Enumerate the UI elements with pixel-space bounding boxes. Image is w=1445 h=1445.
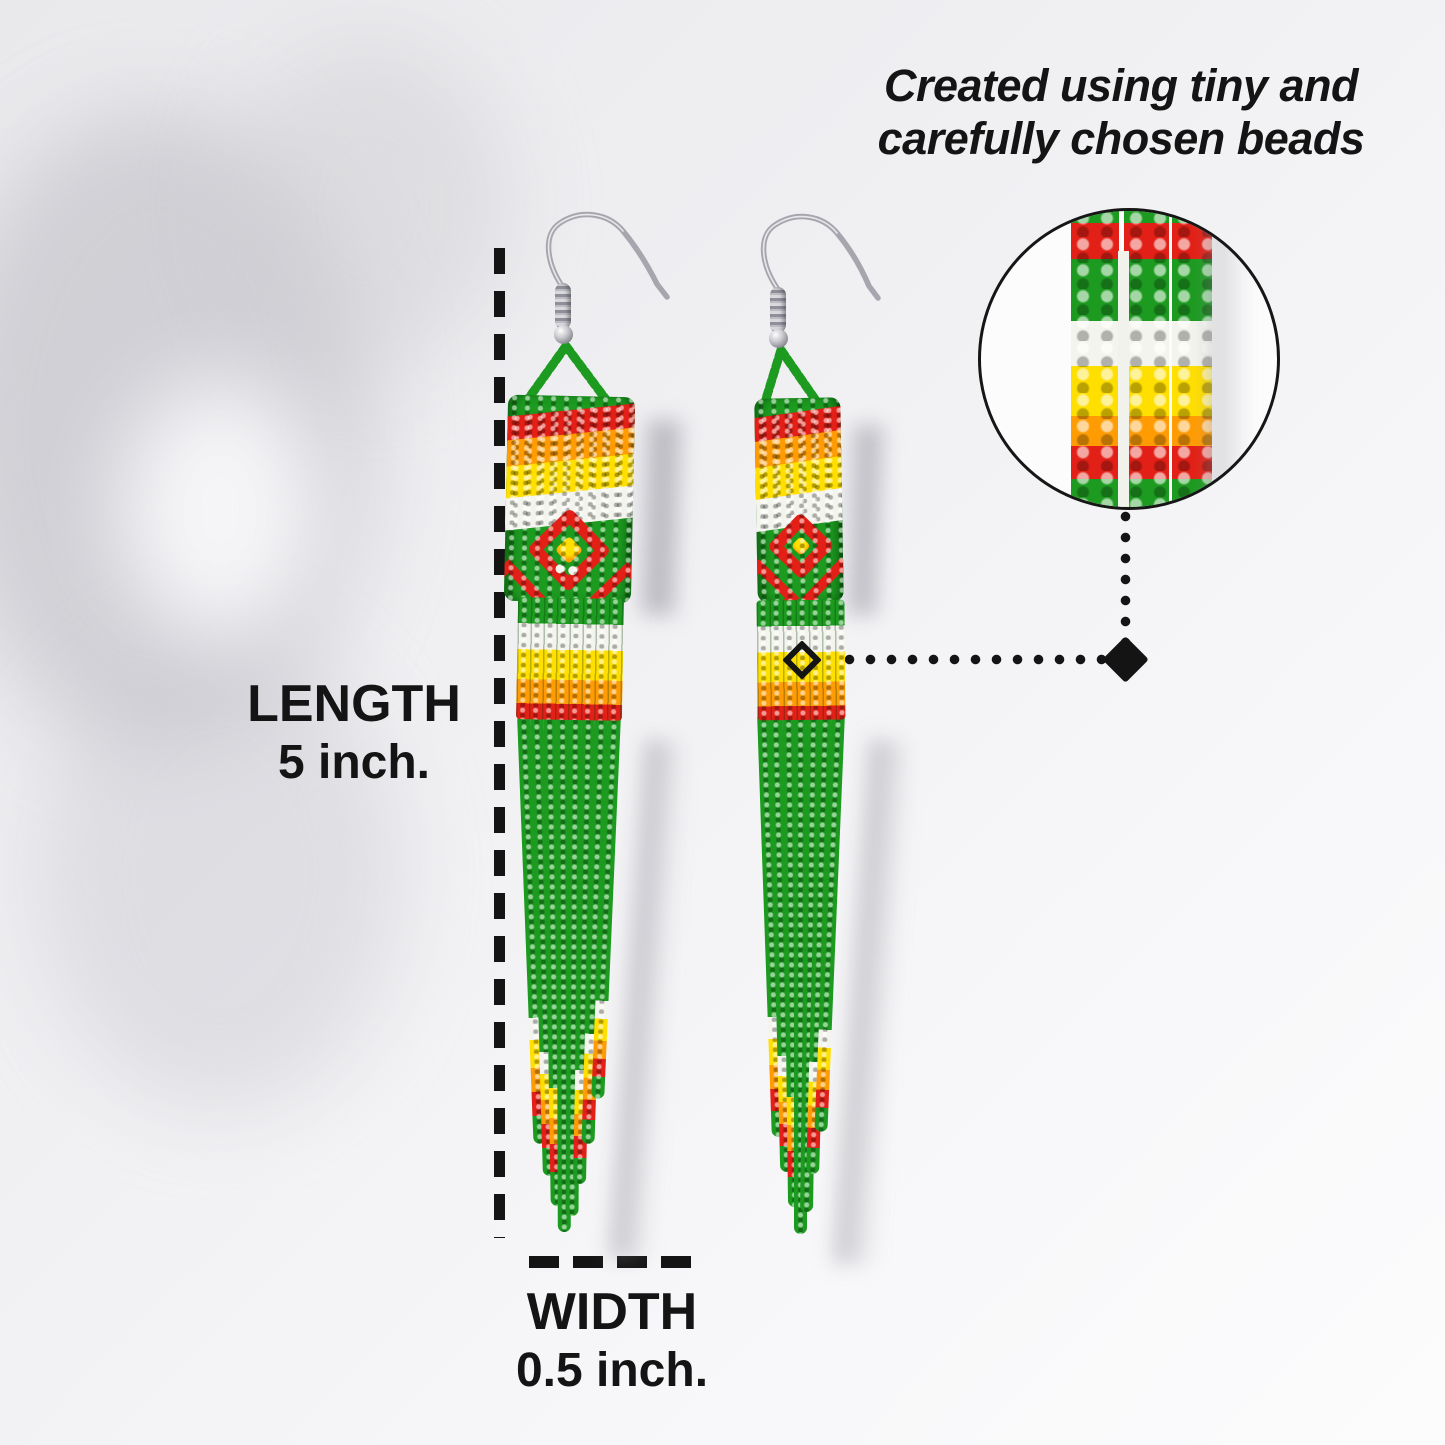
tube-corner-motif <box>587 561 636 604</box>
width-label: WIDTH <box>526 1283 698 1341</box>
white-bead-dot <box>566 564 580 577</box>
left-earring-fringe <box>517 713 623 1254</box>
length-label: LENGTH <box>247 675 461 733</box>
left-hook-highlight <box>547 213 624 287</box>
white-bead-dot <box>553 562 567 576</box>
length-value: 5 inch. <box>277 736 431 790</box>
magnified-bead-strand <box>1071 211 1119 507</box>
note-text: Created using tiny and carefully chosen … <box>808 60 1434 165</box>
magnified-bead-strand <box>1172 211 1212 507</box>
right-earring-tube <box>754 397 844 603</box>
left-earring-shadow <box>640 419 682 616</box>
right-hook-ball <box>769 329 788 348</box>
right-earring-shadow <box>846 424 884 616</box>
right-fringe-shadow <box>833 739 913 1266</box>
background-shadow-blob <box>40 640 400 1110</box>
callout-diamond-marker <box>1102 636 1149 683</box>
length-annotation: LENGTH 5 inch. <box>198 675 510 793</box>
fringe-band-ribs <box>515 597 625 721</box>
bead-magnifier-circle <box>978 208 1280 510</box>
right-hook-wire-icon <box>760 213 881 301</box>
left-earring-tube <box>503 394 636 604</box>
thread-gap <box>1118 251 1129 507</box>
inset-inner-shadow <box>1207 211 1253 507</box>
right-hook-coil <box>770 287 786 333</box>
right-earring-fringe <box>757 711 845 1257</box>
callout-dotted-line-horizontal <box>818 654 1110 665</box>
length-dimension-line <box>494 248 505 1238</box>
right-hook-highlight <box>762 215 838 289</box>
width-annotation: WIDTH 0.5 inch. <box>452 1283 772 1401</box>
left-hook-coil <box>555 283 571 329</box>
background-shadow-blob <box>230 40 510 370</box>
left-hook-ball <box>554 325 573 344</box>
width-dimension-line <box>529 1256 691 1268</box>
background-highlight-blob <box>120 380 320 640</box>
note-line1: Created using tiny and <box>883 60 1359 111</box>
diamond-center <box>554 535 584 565</box>
diamond-center <box>790 536 811 556</box>
left-fringe-band <box>515 597 625 721</box>
note-line2: carefully chosen beads <box>877 112 1365 164</box>
callout-dotted-line-vertical <box>1120 506 1131 653</box>
magnified-bead-strand <box>1124 211 1169 507</box>
width-value: 0.5 inch. <box>515 1344 709 1398</box>
